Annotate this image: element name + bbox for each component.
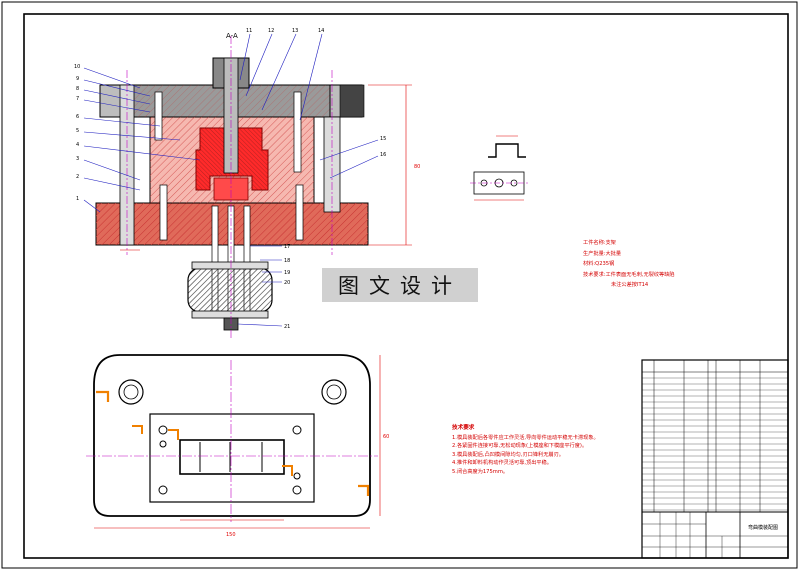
spec-line: 工件名称:支架 [583,240,616,246]
svg-text:19: 19 [284,270,290,276]
spec-text: 工件名称:支架 生产批量:大批量 材料:Q235钢 技术要求:工件表面无毛刺,无… [583,238,713,291]
section-label: A-A [226,32,238,40]
plan-view: 60 150 [86,354,389,538]
svg-text:8: 8 [76,86,79,92]
svg-text:2: 2 [76,174,79,180]
svg-text:7: 7 [76,96,79,102]
spec-line: 技术要求:工件表面无毛刺,无裂纹等缺陷 [583,271,675,278]
svg-text:5: 5 [76,128,79,134]
svg-text:20: 20 [284,280,290,286]
bolt [293,91,302,173]
rubber-buffer [187,267,273,313]
section-marker [96,390,110,402]
note-item: 5.闭合高度为175mm。 [452,468,509,475]
svg-text:13: 13 [292,28,298,34]
svg-text:17: 17 [284,244,290,250]
svg-text:4: 4 [76,142,79,148]
svg-text:10: 10 [74,64,80,70]
notes-title: 技术要求 [452,425,475,431]
part-numbers: 11 12 13 14 10 9 8 7 6 5 4 3 2 1 15 16 1… [74,28,386,330]
part-callouts [83,33,379,327]
technical-notes: 技术要求 1.模具装配后各零件应工作灵活,导向零件运动平稳无卡滞现象。 2.各紧… [452,424,637,477]
svg-text:15: 15 [380,136,386,142]
watermark: 图文设计 [322,268,478,302]
note-item: 1.模具装配后各零件应工作灵活,导向零件运动平稳无卡滞现象。 [452,434,599,441]
svg-text:18: 18 [284,258,290,264]
bolt [159,184,168,241]
svg-text:12: 12 [268,28,274,34]
svg-text:1: 1 [76,196,79,202]
spec-line: 材料:Q235钢 [583,261,615,267]
bolt [295,184,304,241]
note-item: 3.模具装配后,凸凹模间隙均匀,刃口锋利无崩刃。 [452,451,564,458]
section-view: A-A [95,32,420,340]
dimension-plan-width: 150 [226,532,236,538]
drawing-title: 弯曲模装配图 [748,524,778,531]
svg-text:3: 3 [76,156,79,162]
svg-text:9: 9 [76,76,79,82]
workpiece-sketch [470,135,530,201]
title-block [641,359,789,559]
note-item: 2.各紧固件连接可靠,无松动现象(上模座和下模座平行度)。 [452,443,588,450]
svg-text:16: 16 [380,152,386,158]
svg-text:21: 21 [284,324,290,330]
svg-text:6: 6 [76,114,79,120]
spec-line: 生产批量:大批量 [583,250,622,257]
svg-text:11: 11 [246,28,252,34]
note-item: 4.推件和卸料机构动作灵活可靠,顶出平稳。 [452,460,552,467]
spec-line: 未注公差按IT14 [611,282,649,288]
dimension-plan-height: 60 [383,434,389,440]
inner-border [23,13,789,559]
svg-text:14: 14 [318,28,324,34]
cavity [179,439,285,475]
dimension-height: 80 [414,164,420,170]
bolt [154,91,163,141]
